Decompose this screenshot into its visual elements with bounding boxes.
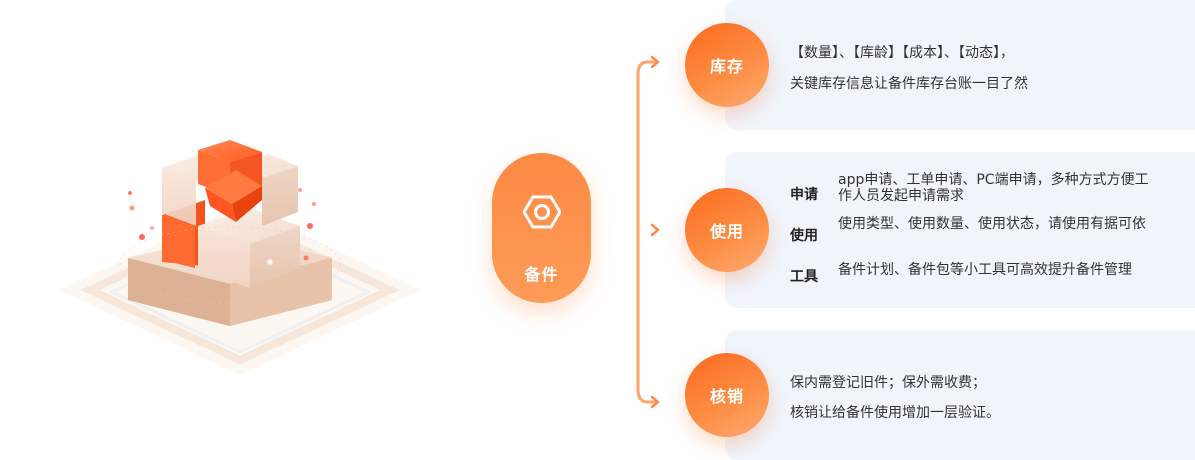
usage-desc-use: 使用类型、使用数量、使用状态，请使用有据可依	[838, 216, 1146, 232]
write-off-line-1: 保内需登记旧件；保外需收费；	[790, 375, 986, 391]
spare-parts-cube-illustration	[60, 140, 420, 375]
write-off-line-2: 核销让给备件使用增加一层验证。	[790, 405, 1000, 421]
write-off-circle: 核销	[685, 353, 769, 437]
write-off-card	[725, 330, 1195, 460]
spare-parts-center-node: 备件	[492, 153, 591, 303]
usage-term-use: 使用	[790, 228, 818, 244]
inventory-line-1: 【数量】、【库龄】【成本】、【动态】，	[790, 45, 1014, 61]
usage-term-tools: 工具	[790, 269, 818, 285]
hex-nut-icon	[522, 195, 561, 229]
usage-desc-tools: 备件计划、备件包等小工具可高效提升备件管理	[838, 262, 1132, 278]
center-label: 备件	[524, 265, 559, 284]
usage-term-apply: 申请	[790, 187, 818, 203]
usage-circle: 使用	[685, 188, 769, 272]
inventory-line-2: 关键库存信息让备件库存台账一目了然	[790, 76, 1028, 92]
usage-card	[725, 152, 1195, 308]
branch-connectors	[618, 55, 660, 409]
inventory-circle: 库存	[685, 23, 769, 107]
usage-desc-apply: app申请、工单申请、PC端申请，多种方式方便工作人员发起申请需求	[838, 172, 1149, 204]
inventory-card	[725, 0, 1195, 130]
